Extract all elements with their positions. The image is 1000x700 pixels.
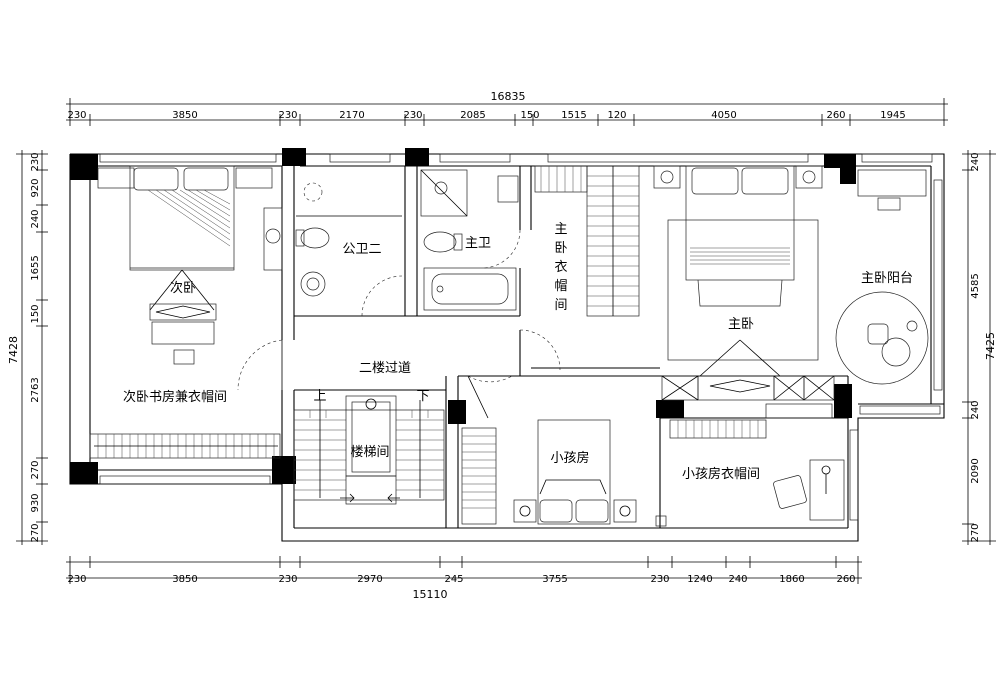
left-total-dim: 7428 — [7, 336, 20, 364]
room-label-master-bedroom: 主卧 — [728, 317, 754, 332]
bottom-dim: 1240 — [687, 574, 712, 585]
room-label-study-closet: 次卧书房兼衣帽间 — [123, 389, 227, 405]
kids-room-furniture — [461, 419, 667, 527]
left-dim: 930 — [30, 493, 41, 512]
top-dim: 230 — [67, 110, 86, 121]
top-dim: 230 — [278, 110, 297, 121]
bottom-dim: 245 — [444, 574, 463, 585]
kids-closet-furniture — [669, 403, 845, 521]
walls — [69, 153, 945, 542]
bottom-dim: 2970 — [357, 574, 382, 585]
left-dim: 2763 — [30, 377, 41, 402]
top-dim: 1515 — [561, 110, 586, 121]
left-dim: 230 — [30, 152, 41, 171]
top-dim: 3850 — [172, 110, 197, 121]
room-label-master-closet-4: 帽 — [554, 278, 567, 294]
balcony-furniture — [835, 169, 929, 385]
top-dim: 150 — [520, 110, 539, 121]
right-dim: 240 — [970, 400, 981, 419]
bottom-dim: 240 — [728, 574, 747, 585]
room-label-hallway: 二楼过道 — [359, 361, 411, 376]
top-dim: 120 — [607, 110, 626, 121]
bottom-dim: 230 — [650, 574, 669, 585]
left-dim: 920 — [30, 178, 41, 197]
top-dim: 2085 — [460, 110, 485, 121]
room-label-stairwell: 楼梯间 — [350, 445, 389, 460]
left-dim: 270 — [30, 460, 41, 479]
master-bath-fixtures — [420, 169, 519, 311]
left-dim: 150 — [30, 304, 41, 323]
right-dimension-chain: 240 4585 240 2090 270 7425 — [962, 150, 997, 545]
overall-top-dim: 16835 — [491, 90, 526, 103]
bottom-dim: 3755 — [542, 574, 567, 585]
room-label-master-closet-3: 衣 — [554, 259, 567, 275]
bottom-dim: 260 — [836, 574, 855, 585]
right-total-dim: 7425 — [984, 332, 997, 360]
room-label-second-bedroom: 次卧 — [170, 280, 196, 296]
master-closet-fixtures — [534, 165, 640, 317]
left-dim: 1655 — [30, 255, 41, 280]
public-bath-fixtures — [295, 182, 402, 297]
bottom-dim: 230 — [67, 574, 86, 585]
stair-up-label: 上 — [313, 389, 326, 404]
master-bedroom-furniture — [653, 165, 835, 401]
top-dim: 1945 — [880, 110, 905, 121]
columns — [70, 148, 856, 484]
room-label-master-closet-1: 主 — [554, 222, 567, 237]
room-label-master-closet-2: 卧 — [554, 241, 567, 256]
room-label-kids-room: 小孩房 — [550, 450, 589, 466]
top-dimension-chain: 16835 230 3850 230 2170 230 2085 150 151… — [66, 90, 948, 126]
bottom-dim: 1860 — [779, 574, 804, 585]
room-label-master-balcony: 主卧阳台 — [861, 271, 913, 286]
room-label-master-bath: 主卫 — [465, 236, 491, 251]
right-dim: 2090 — [970, 458, 981, 483]
left-dimension-chain: 7428 230 920 240 1655 150 2763 270 930 2… — [7, 150, 48, 545]
windows — [99, 153, 943, 521]
second-bedroom-furniture — [89, 165, 283, 459]
bottom-dimension-chain: 230 3850 230 2970 245 3755 230 1240 240 … — [66, 556, 862, 601]
right-dim: 270 — [970, 523, 981, 542]
room-label-kids-closet: 小孩房衣帽间 — [682, 466, 760, 482]
top-dim: 260 — [826, 110, 845, 121]
bottom-dim: 230 — [278, 574, 297, 585]
room-label-public-bath: 公卫二 — [342, 242, 381, 257]
room-labels: 次卧 次卧书房兼衣帽间 公卫二 主卫 主 卧 衣 帽 间 主卧 主卧阳台 二楼过… — [123, 222, 913, 482]
right-dim: 240 — [970, 152, 981, 171]
top-dim: 2170 — [339, 110, 364, 121]
left-dim: 240 — [30, 209, 41, 228]
room-label-master-closet-5: 间 — [554, 298, 567, 313]
doors — [237, 229, 561, 419]
left-dim: 270 — [30, 523, 41, 542]
overall-bottom-dim: 15110 — [413, 588, 448, 601]
stairwell — [293, 395, 445, 505]
right-dim: 4585 — [970, 273, 981, 298]
top-dim: 230 — [403, 110, 422, 121]
top-dim: 4050 — [711, 110, 736, 121]
stair-down-label: 下 — [416, 389, 429, 404]
bottom-dim: 3850 — [172, 574, 197, 585]
